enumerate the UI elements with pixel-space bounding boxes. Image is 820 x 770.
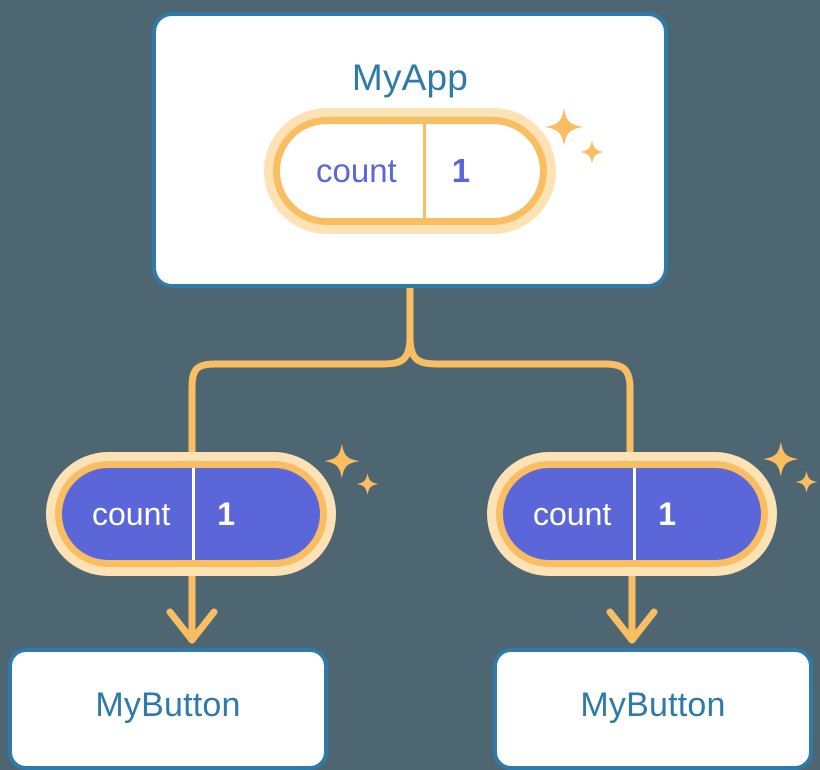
state-value: 1 xyxy=(422,124,508,218)
component-title: MyApp xyxy=(351,57,469,98)
connector-branch-left xyxy=(188,333,414,456)
component-card-mybutton-left[interactable]: MyButton xyxy=(8,648,328,770)
state-value: 1 xyxy=(192,468,265,560)
state-pill-mybutton-right[interactable]: count 1 xyxy=(487,452,777,576)
state-pill-body: count 1 xyxy=(273,117,547,225)
state-pill-body: count 1 xyxy=(55,461,327,567)
component-card-mybutton-right[interactable]: MyButton xyxy=(493,648,813,770)
state-pill-mybutton-left[interactable]: count 1 xyxy=(46,452,336,576)
component-title: MyButton xyxy=(95,686,241,724)
connector-branch-right xyxy=(406,333,634,456)
arrow-down-icon xyxy=(606,608,658,644)
arrow-down-icon xyxy=(166,608,218,644)
state-key: count xyxy=(533,495,612,532)
component-title: MyButton xyxy=(580,686,726,724)
state-pill-body: count 1 xyxy=(496,461,768,567)
state-pill-myapp[interactable]: count 1 xyxy=(264,108,556,234)
state-key: count xyxy=(316,152,397,189)
state-value: 1 xyxy=(633,468,706,560)
state-key: count xyxy=(92,495,171,532)
